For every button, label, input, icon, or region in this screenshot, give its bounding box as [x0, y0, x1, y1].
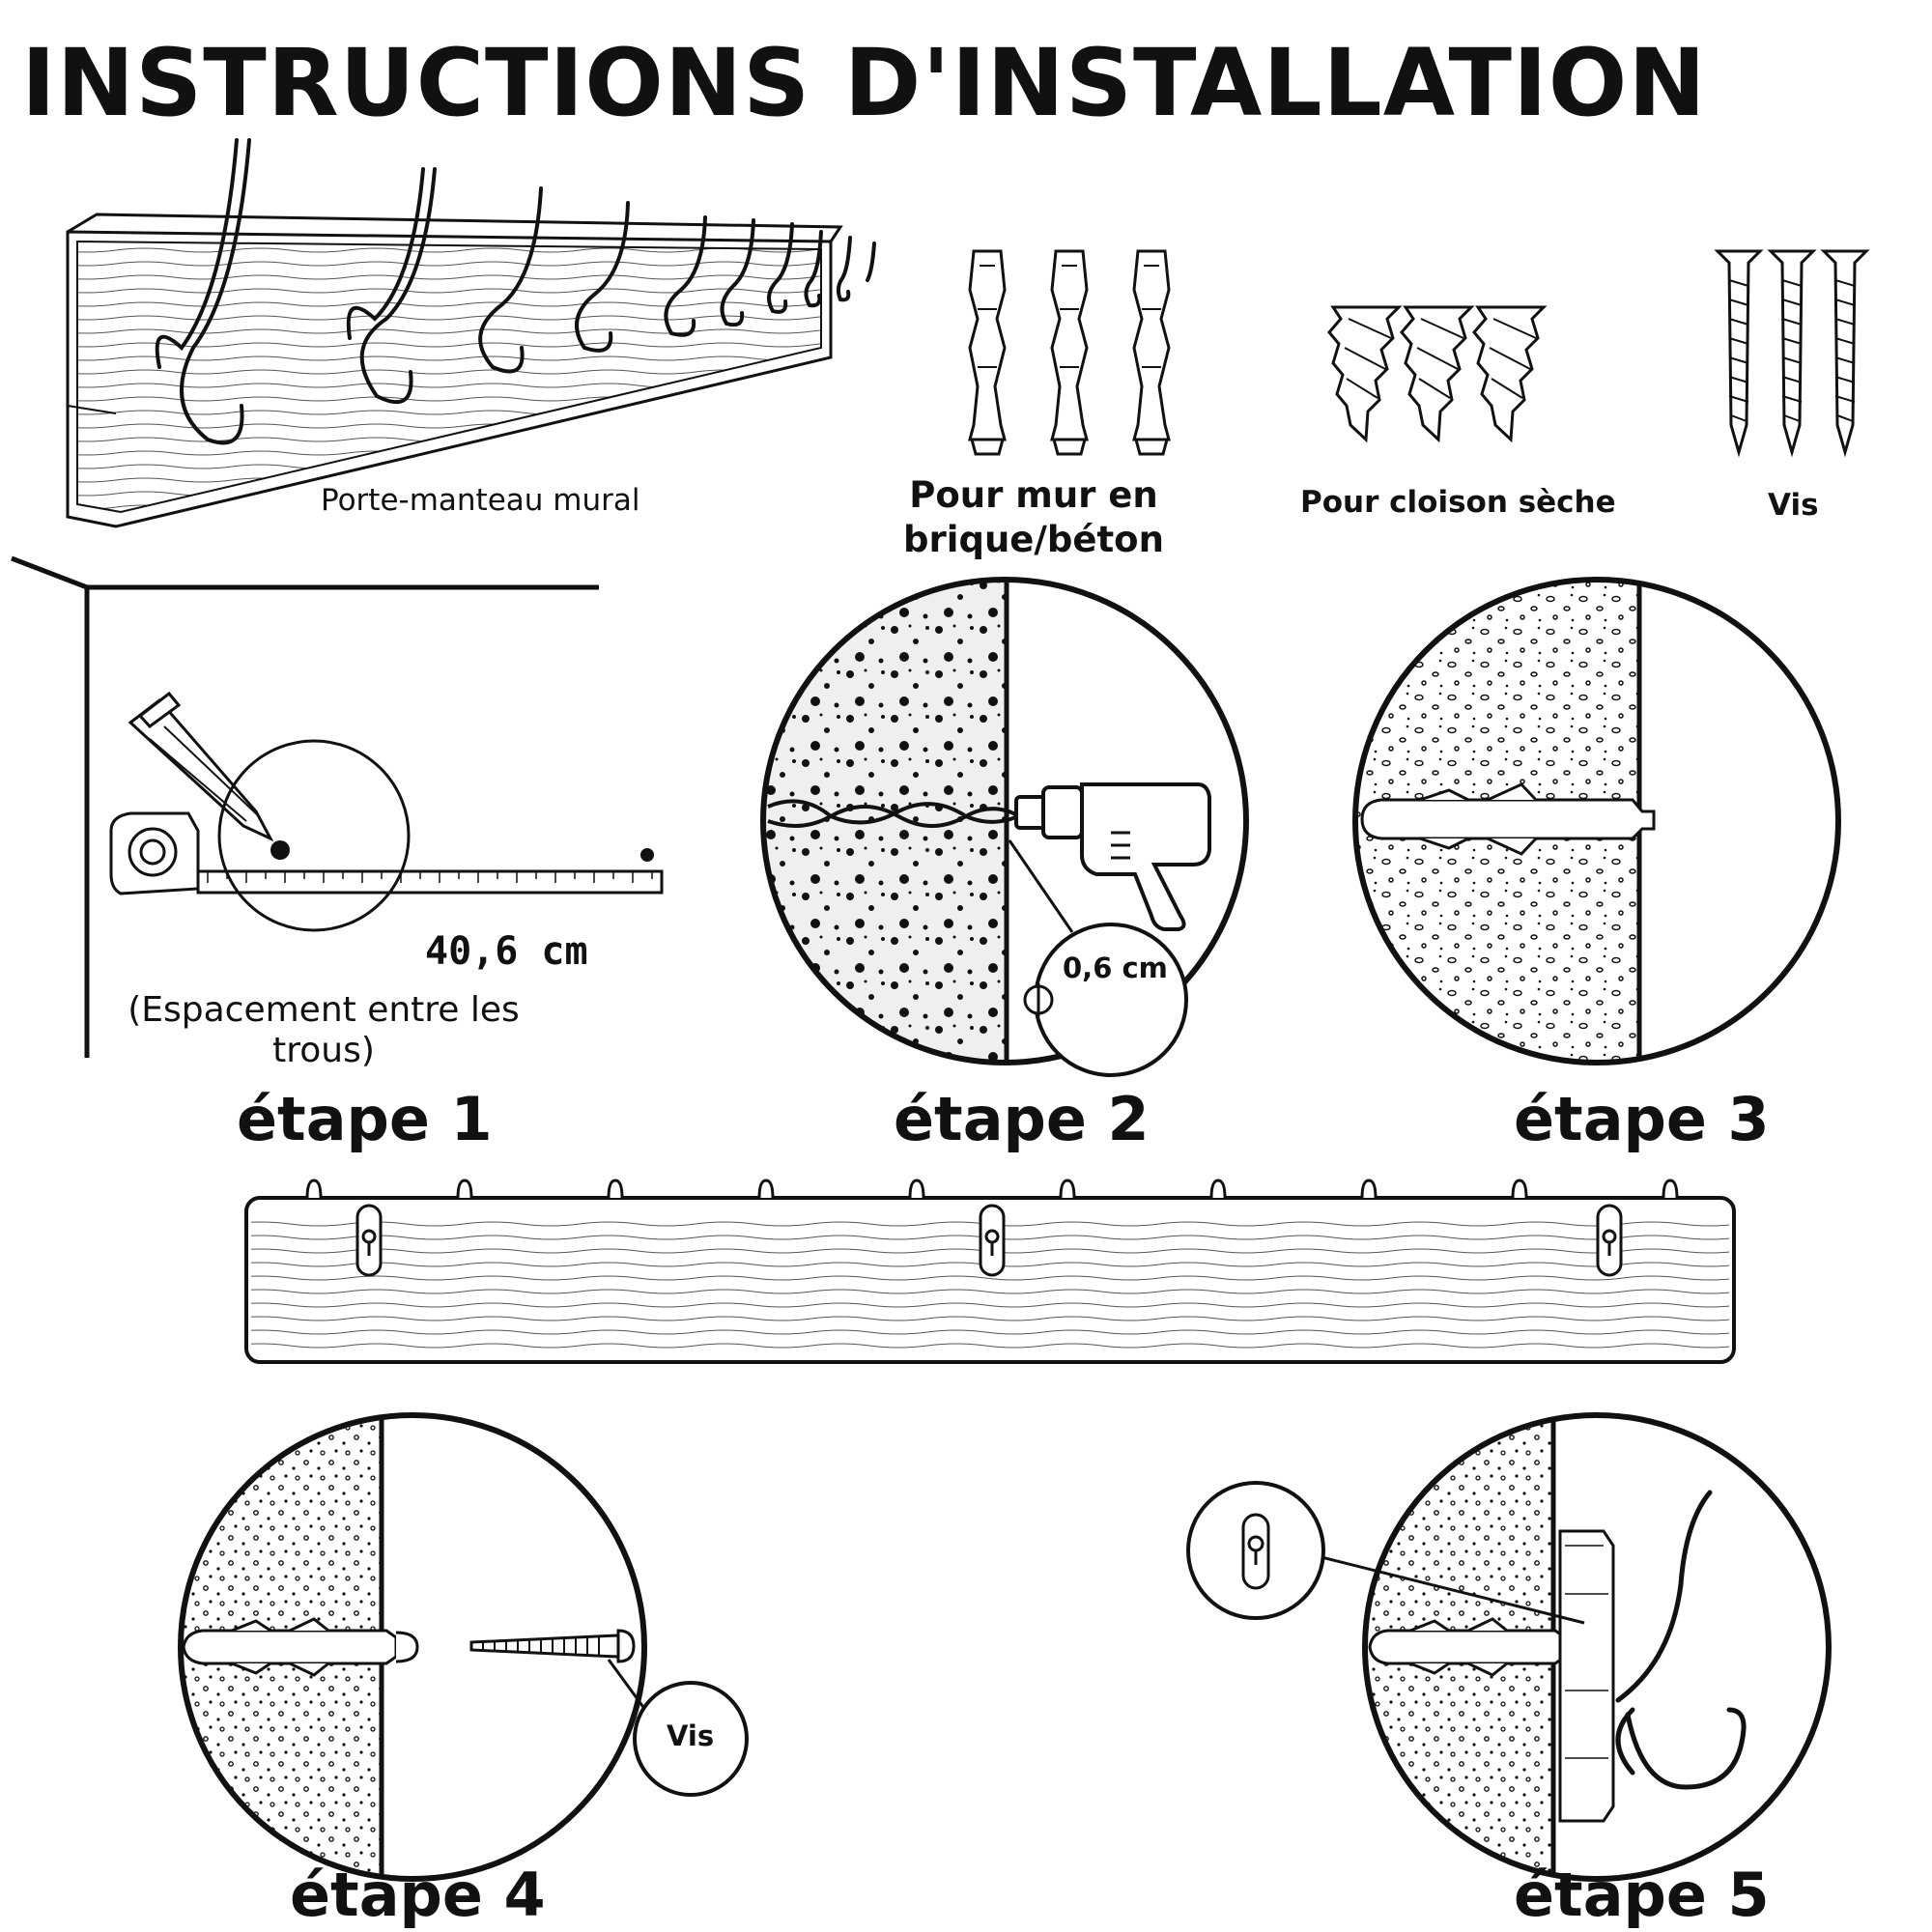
drywall-anchors-icon — [1327, 305, 1548, 443]
mark-dot-right — [640, 848, 654, 862]
anchor-in-wall-icon — [1360, 782, 1656, 856]
mounted-rack-section — [1558, 1529, 1615, 1823]
step5-circle — [1186, 1412, 1832, 1882]
step2-circle — [760, 577, 1249, 1077]
brick-anchor-label-line1: Pour mur en — [909, 474, 1158, 516]
mark-dot-left — [270, 840, 290, 860]
brick-anchor-label-line2: brique/béton — [903, 519, 1164, 560]
step1-illustration — [11, 555, 599, 1058]
anchor-installed-icon — [182, 1617, 419, 1677]
brick-anchors-icon — [968, 249, 1171, 456]
step5-label: étape 5 — [1514, 1860, 1770, 1930]
measuring-tape — [109, 811, 664, 895]
spacing-value: 40,6 cm — [425, 929, 588, 974]
keyhole-bracket-right — [1596, 1204, 1623, 1277]
step2-label: étape 2 — [894, 1084, 1150, 1154]
keyhole-bracket-center — [979, 1204, 1006, 1277]
wooden-rail — [244, 1179, 1736, 1364]
step3-circle — [1352, 577, 1841, 1065]
page-title: INSTRUCTIONS D'INSTALLATION — [21, 29, 1707, 137]
keyhole-bracket-left — [355, 1204, 383, 1277]
coat-rack-hooks — [155, 138, 876, 445]
spacing-note-line2: trous) — [272, 1031, 375, 1070]
magnifier-circle — [217, 739, 411, 932]
hook-icon — [1615, 1490, 1747, 1790]
screw-icon — [469, 1629, 636, 1663]
drill-icon — [1014, 782, 1211, 931]
screw-callout-label: Vis — [667, 1719, 715, 1752]
rack-label: Porte-manteau mural — [321, 483, 640, 518]
step4-label: étape 4 — [290, 1860, 546, 1930]
drywall-anchor-label: Pour cloison sèche — [1300, 485, 1616, 520]
screws-label: Vis — [1768, 488, 1819, 523]
spacing-note-line1: (Espacement entre les — [128, 990, 520, 1030]
step3-label: étape 3 — [1514, 1084, 1770, 1154]
drill-size-label: 0,6 cm — [1063, 952, 1168, 984]
step4-circle — [178, 1412, 749, 1882]
spacing-note: (Espacement entre les trous) — [97, 990, 551, 1071]
brick-anchor-label: Pour mur en brique/béton — [889, 473, 1179, 562]
screws-icon — [1714, 249, 1870, 458]
coat-rack-illustration — [66, 213, 843, 528]
step1-label: étape 1 — [237, 1084, 493, 1154]
